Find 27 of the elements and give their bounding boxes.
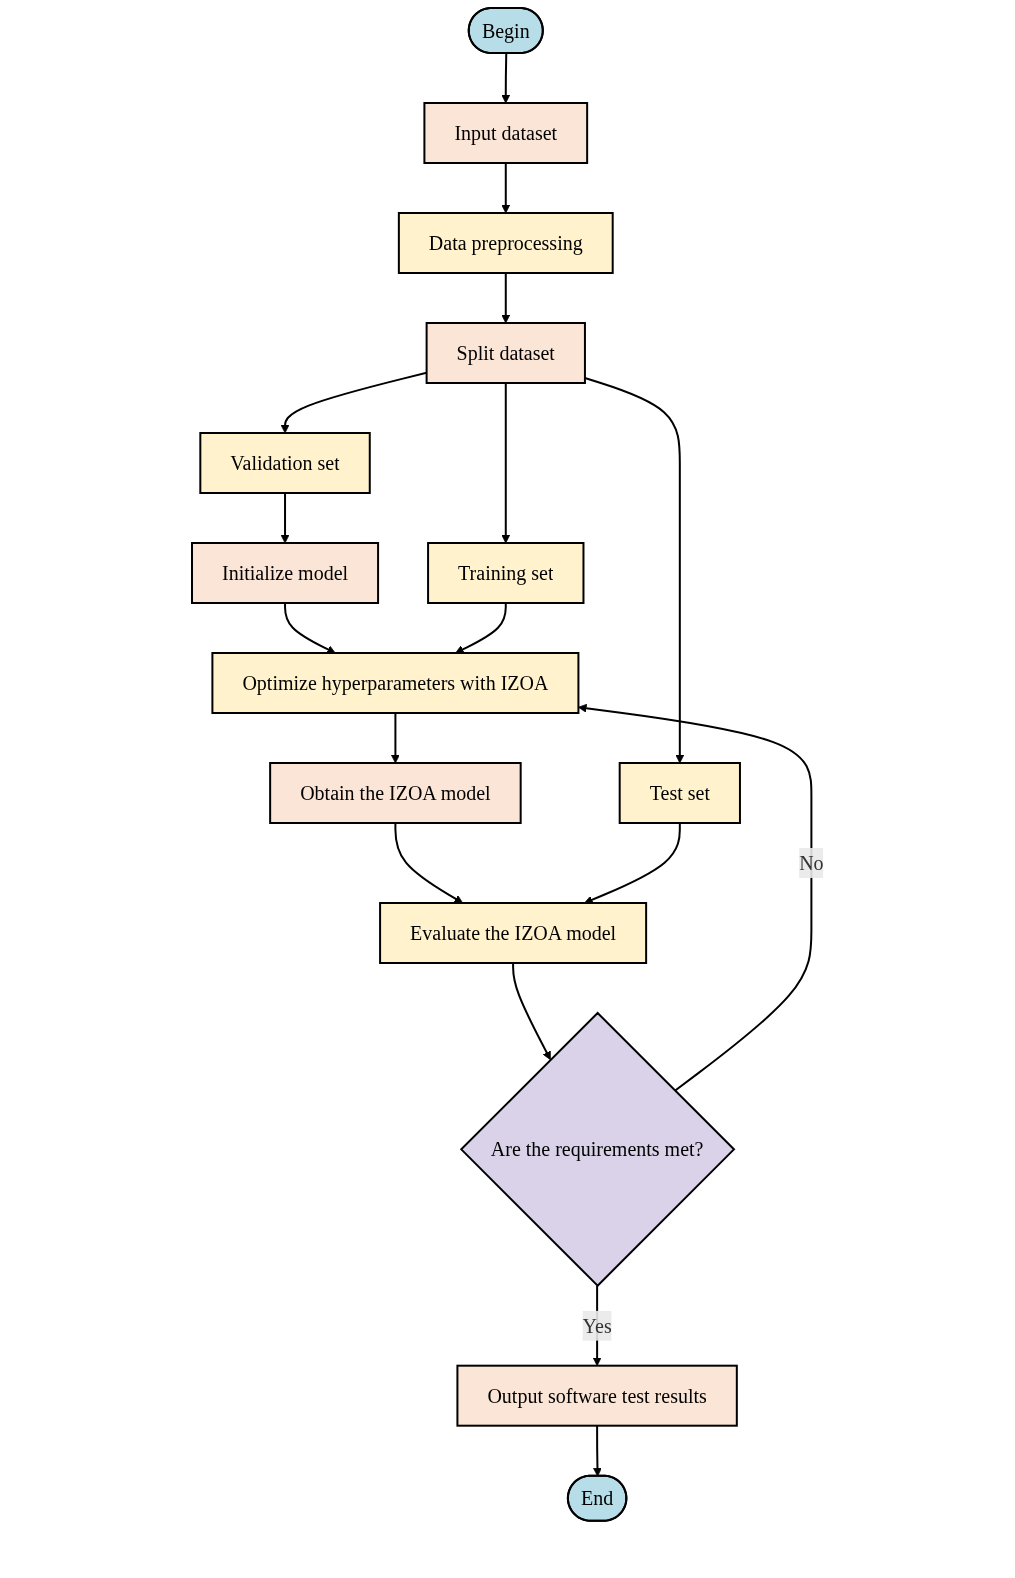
arrow [280, 492, 290, 544]
arrow [577, 703, 813, 1092]
node-box: Split dataset [425, 322, 586, 384]
arrow [592, 1424, 602, 1477]
arrow [283, 602, 336, 654]
arrow [501, 382, 510, 544]
node-diamond: Are the requirements met? [459, 1011, 736, 1288]
arrow [501, 162, 510, 214]
node-box: Training set [426, 542, 585, 604]
arrow [511, 962, 551, 1061]
node-box: Test set [618, 762, 741, 824]
node-box: Obtain the IZOA model [268, 762, 522, 824]
edge-label: Yes [582, 1314, 612, 1337]
arrow [394, 822, 463, 904]
arrow [501, 52, 510, 104]
node-box: Validation set [199, 432, 371, 494]
node-box: Output software test results [456, 1364, 738, 1427]
edge-label: No [798, 852, 824, 874]
arrow [390, 712, 400, 764]
arrow [501, 272, 510, 324]
node-box: Optimize hyperparameters with IZOA [211, 652, 580, 714]
node-box: Initialize model [190, 542, 379, 604]
node-box: Input dataset [423, 102, 588, 164]
node-box: Evaluate the IZOA model [378, 902, 647, 964]
arrow [583, 822, 681, 904]
node-box: Data preprocessing [397, 212, 614, 274]
arrow [454, 602, 507, 654]
